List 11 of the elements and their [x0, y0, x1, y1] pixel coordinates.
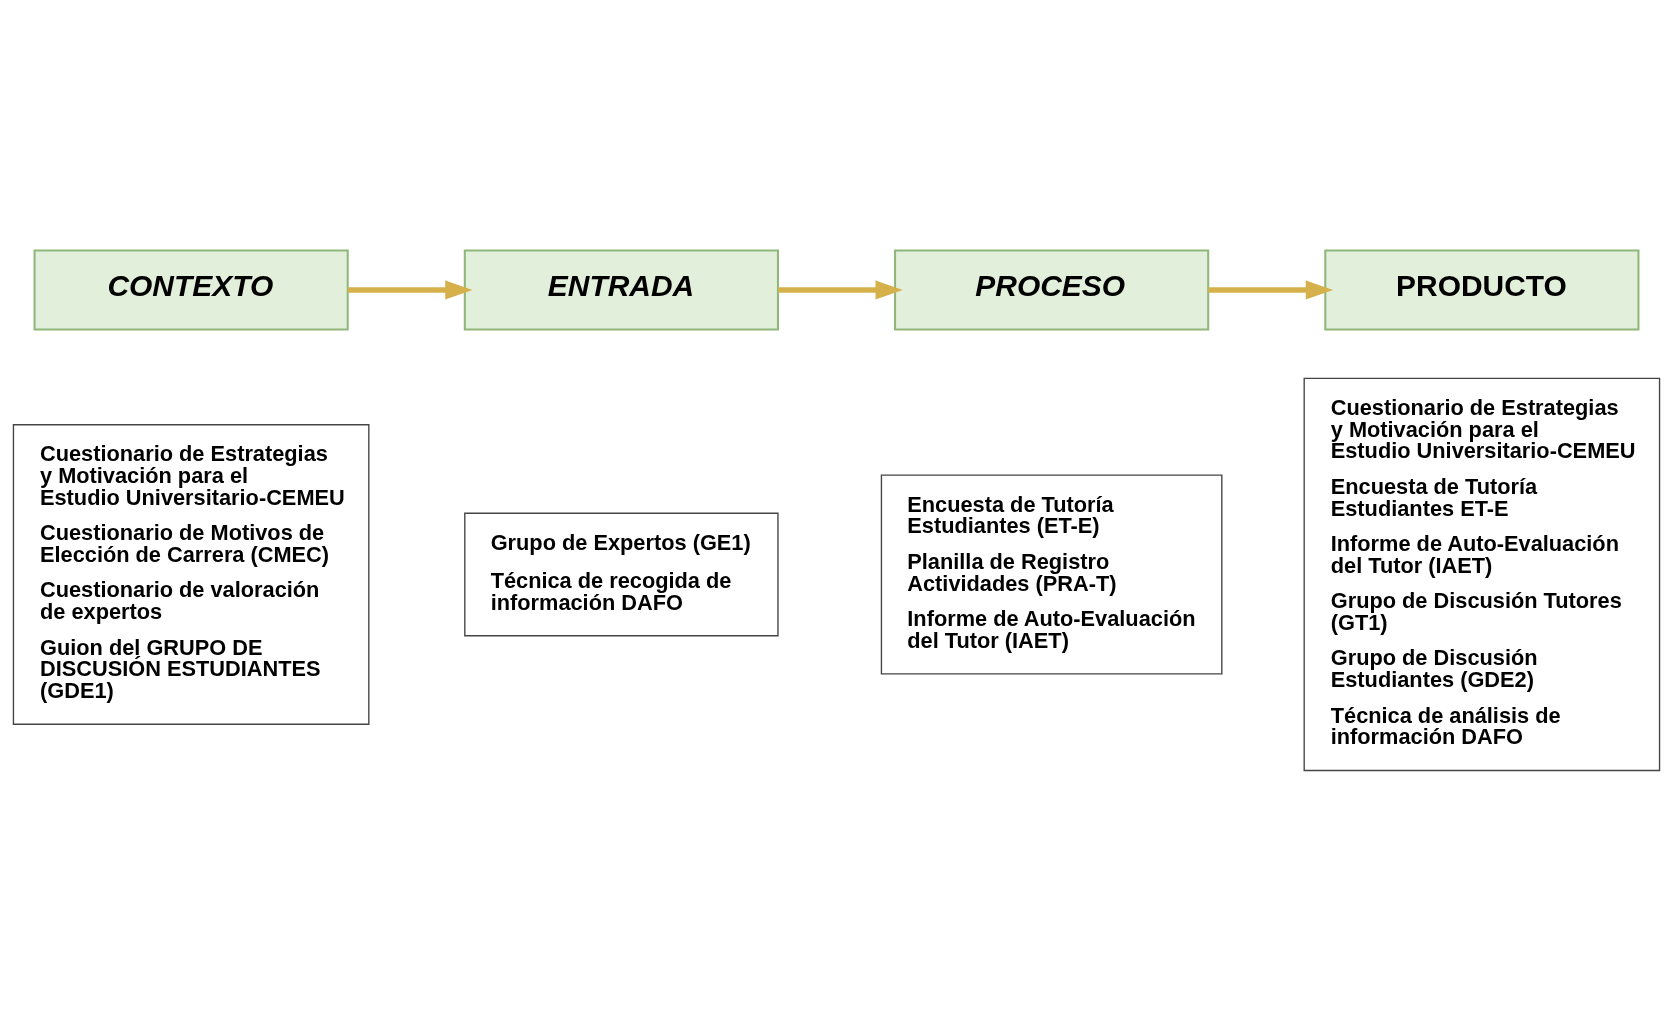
- node-box: Cuestionario de Estrategias y Motivación para el Estudio Universitario-CEMEU Encuesta de Tutoría Estudiantes ET-E Informe de Auto-Evaluación del Tutor (IAET) Grupo de Discusión Tutores (GT1) Grupo de Discusión Estudiantes (GDE2) Técnica de análisis de información DAFO: [1303, 377, 1661, 771]
- node-box: CONTEXTO: [33, 248, 349, 330]
- node-box: PRODUCTO: [1324, 248, 1640, 330]
- arrow: [1208, 279, 1334, 299]
- node-box: ENTRADA: [463, 248, 779, 330]
- node-box: PROCESO: [894, 248, 1210, 330]
- arrow: [347, 279, 473, 299]
- node-box: Encuesta de Tutoría Estudiantes (ET-E) Planilla de Registro Actividades (PRA-T) Informe de Auto-Evaluación del Tutor (IAET): [880, 473, 1223, 675]
- arrow: [778, 279, 903, 299]
- node-box: Cuestionario de Estrategias y Motivación para el Estudio Universitario-CEMEU Cuestionario de Motivos de Elección de Carrera (CMEC) Cuestionario de valoración de expertos Guion del GRUPO DE DISCUSIÓN ESTUDIANTES (GDE1): [12, 423, 370, 725]
- node-box: Grupo de Expertos (GE1) Técnica de recogida de información DAFO: [464, 512, 779, 636]
